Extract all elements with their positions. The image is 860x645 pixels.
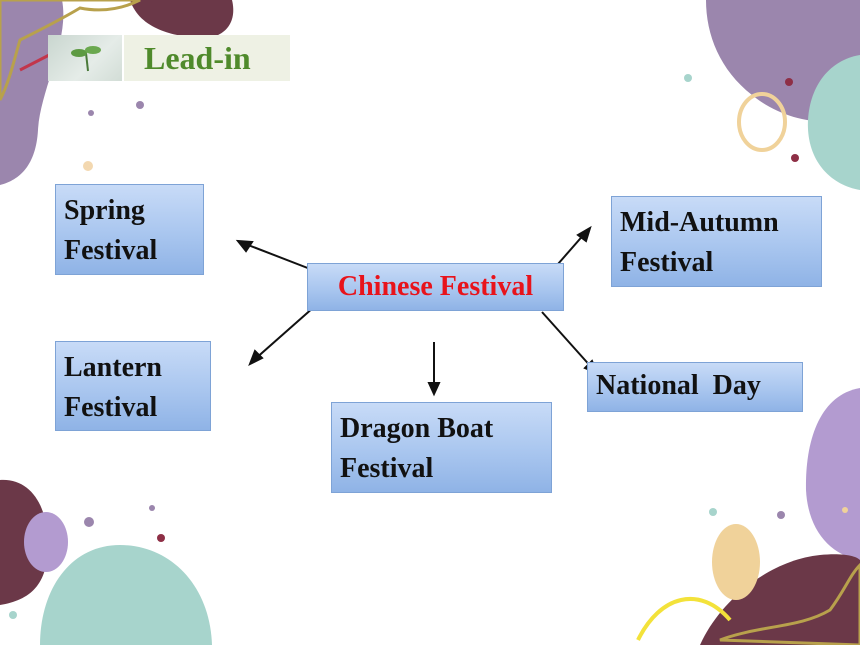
node-national-day: National Day: [587, 362, 803, 412]
dot: [842, 507, 848, 513]
section-title-label: Lead-in: [144, 40, 251, 76]
center-node-label: Chinese Festival: [337, 271, 534, 302]
purple-blob-bottom-right: [805, 388, 860, 560]
dot: [83, 161, 93, 171]
dot: [84, 517, 94, 527]
gold-ornament-top-left: [0, 0, 141, 101]
teal-blob-bottom-left: [40, 545, 212, 645]
dot: [684, 74, 692, 82]
peach-blob-bottom-right: [712, 524, 760, 600]
dot: [777, 511, 785, 519]
node-mid-autumn-festival: Mid-Autumn Festival: [611, 196, 822, 287]
node-line: National Day: [596, 370, 761, 401]
arrowhead: [427, 382, 441, 397]
dot: [157, 534, 165, 542]
dot: [791, 154, 799, 162]
node-line: Festival: [340, 453, 434, 484]
maroon-blob-bottom-left: [0, 479, 48, 605]
section-title: Lead-in: [124, 35, 290, 81]
arrow-to-lantern: [253, 306, 315, 361]
arrowhead: [576, 225, 592, 243]
purple-blob-bottom-left: [24, 512, 68, 572]
node-dragon-boat-festival: Dragon Boat Festival: [331, 402, 552, 493]
node-line: Festival: [64, 235, 158, 266]
dot: [9, 611, 17, 619]
teal-blob-top-right: [807, 55, 860, 190]
arrow-to-spring: [242, 242, 319, 273]
node-line: Festival: [620, 247, 714, 278]
node-line: Festival: [64, 392, 158, 423]
gold-ornament-bottom-right: [719, 562, 860, 645]
node-line: Dragon Boat: [340, 413, 494, 444]
arrowhead: [235, 239, 254, 253]
arrow-to-national-day: [541, 311, 594, 370]
dot: [785, 78, 793, 86]
arrowhead: [248, 349, 264, 367]
node-lantern-festival: Lantern Festival: [55, 341, 211, 431]
dot: [136, 101, 144, 109]
purple-blob-top-left: [0, 0, 64, 185]
maroon-blob-top-left: [130, 0, 234, 39]
node-line: Lantern: [64, 352, 162, 383]
node-line: Spring: [64, 195, 145, 226]
node-line: Mid-Autumn: [620, 207, 779, 238]
dot: [149, 505, 155, 511]
dot: [709, 508, 717, 516]
node-spring-festival: Spring Festival: [55, 184, 204, 275]
sprout-icon: [48, 35, 122, 81]
maroon-blob-bottom-right: [700, 554, 860, 645]
dot: [88, 110, 94, 116]
gold-ring: [737, 92, 787, 152]
yellow-arc: [636, 596, 732, 641]
center-node-chinese-festival: Chinese Festival: [307, 263, 564, 311]
